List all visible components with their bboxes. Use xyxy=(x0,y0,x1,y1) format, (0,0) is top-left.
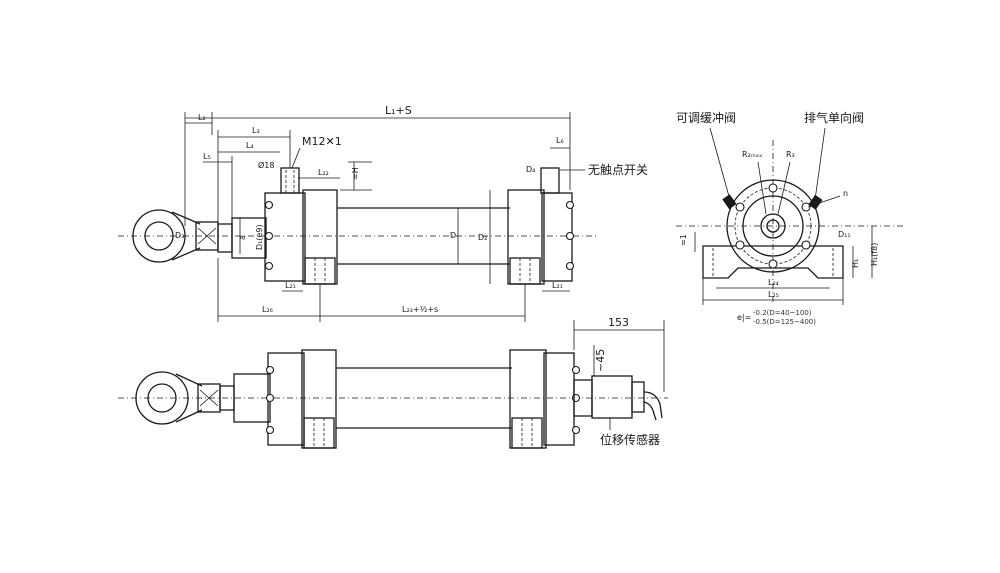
dim-h1: H₁ xyxy=(851,259,860,268)
top-eye-outer xyxy=(132,209,186,263)
dim-phi18: Ø18 xyxy=(258,160,274,170)
top-cylinder-view xyxy=(118,167,598,285)
dim-l21: L₂₁ xyxy=(285,281,296,290)
dim-l22: L₂₂ xyxy=(318,168,329,177)
bottom-dimensions: 153 ~45 位移传感器 xyxy=(573,316,665,447)
dim-d3: D₃ xyxy=(175,231,184,240)
top-switch-port xyxy=(280,167,300,194)
dim-l24: L₂₄ xyxy=(768,278,779,287)
dim-h: ≈H xyxy=(351,167,360,180)
dim-l4: L₄ xyxy=(246,141,254,150)
label-valve-exh: 排气单向阀 xyxy=(804,110,864,125)
label-sensor: 位移传感器 xyxy=(600,432,660,447)
top-dimensions: L₁+S L₂ L₃ M12✕1 L₄ L₅ Ø18 L₂₂ ≈H L₆ D₄ xyxy=(175,104,648,322)
bottom-sensor-cable xyxy=(643,391,663,419)
dim-d11: D₁₁ xyxy=(838,230,851,239)
side-base xyxy=(702,245,844,279)
bottom-rear-head xyxy=(509,349,547,449)
dim-approx1: ≈1 xyxy=(679,234,688,246)
top-eye-inner xyxy=(144,221,174,251)
tol-main: e|= xyxy=(737,313,751,322)
dim-r3: R₃ xyxy=(786,150,795,159)
dim-l23: L₂₃+½+s xyxy=(402,305,438,314)
dim-m12: M12✕1 xyxy=(302,135,342,148)
dim-n: n xyxy=(843,189,848,198)
side-flange xyxy=(726,179,820,273)
top-rear-head xyxy=(507,189,545,285)
dim-l3: L₃ xyxy=(252,126,260,135)
dim-r2max: R₂ₘₐₓ xyxy=(742,150,763,159)
dim-l25: L₂₅ xyxy=(768,290,779,299)
dim-l1s: L₁+S xyxy=(385,104,412,117)
label-valve-adj: 可调缓冲阀 xyxy=(676,110,736,125)
dim-h2: H₁(f8) xyxy=(870,243,879,266)
bottom-eye-outer xyxy=(135,371,189,425)
label-switch: 无触点开关 xyxy=(588,163,648,177)
dim-l6: L₆ xyxy=(556,136,564,145)
side-dimensions: 可调缓冲阀 排气单向阀 R₂ₘₐₓ R₃ n D₁₁ ≈1 H₁ H₁(f8) … xyxy=(676,110,879,326)
dim-l2: L₂ xyxy=(198,113,206,122)
dim-45: ~45 xyxy=(594,349,607,372)
dim-l21b: L₂₁ xyxy=(552,281,563,290)
side-valve-adj xyxy=(722,194,737,210)
tol-2: -0.5(D=125~400) xyxy=(753,318,816,326)
bottom-cylinder-view xyxy=(118,349,668,449)
dim-d-e9: D₁(e9) xyxy=(255,224,264,250)
dim-l26: L₂₆ xyxy=(262,305,273,314)
side-end-view xyxy=(676,140,905,305)
dim-d4: D₄ xyxy=(526,165,535,174)
dim-153: 153 xyxy=(608,316,629,329)
tol-1: -0.2(D=40~100) xyxy=(753,309,812,317)
dim-l5: L₅ xyxy=(203,152,211,161)
dim-d2: D₂ xyxy=(478,233,487,242)
dim-a: a xyxy=(238,235,247,240)
bottom-sensor xyxy=(591,375,633,419)
dim-d: D xyxy=(450,231,456,240)
